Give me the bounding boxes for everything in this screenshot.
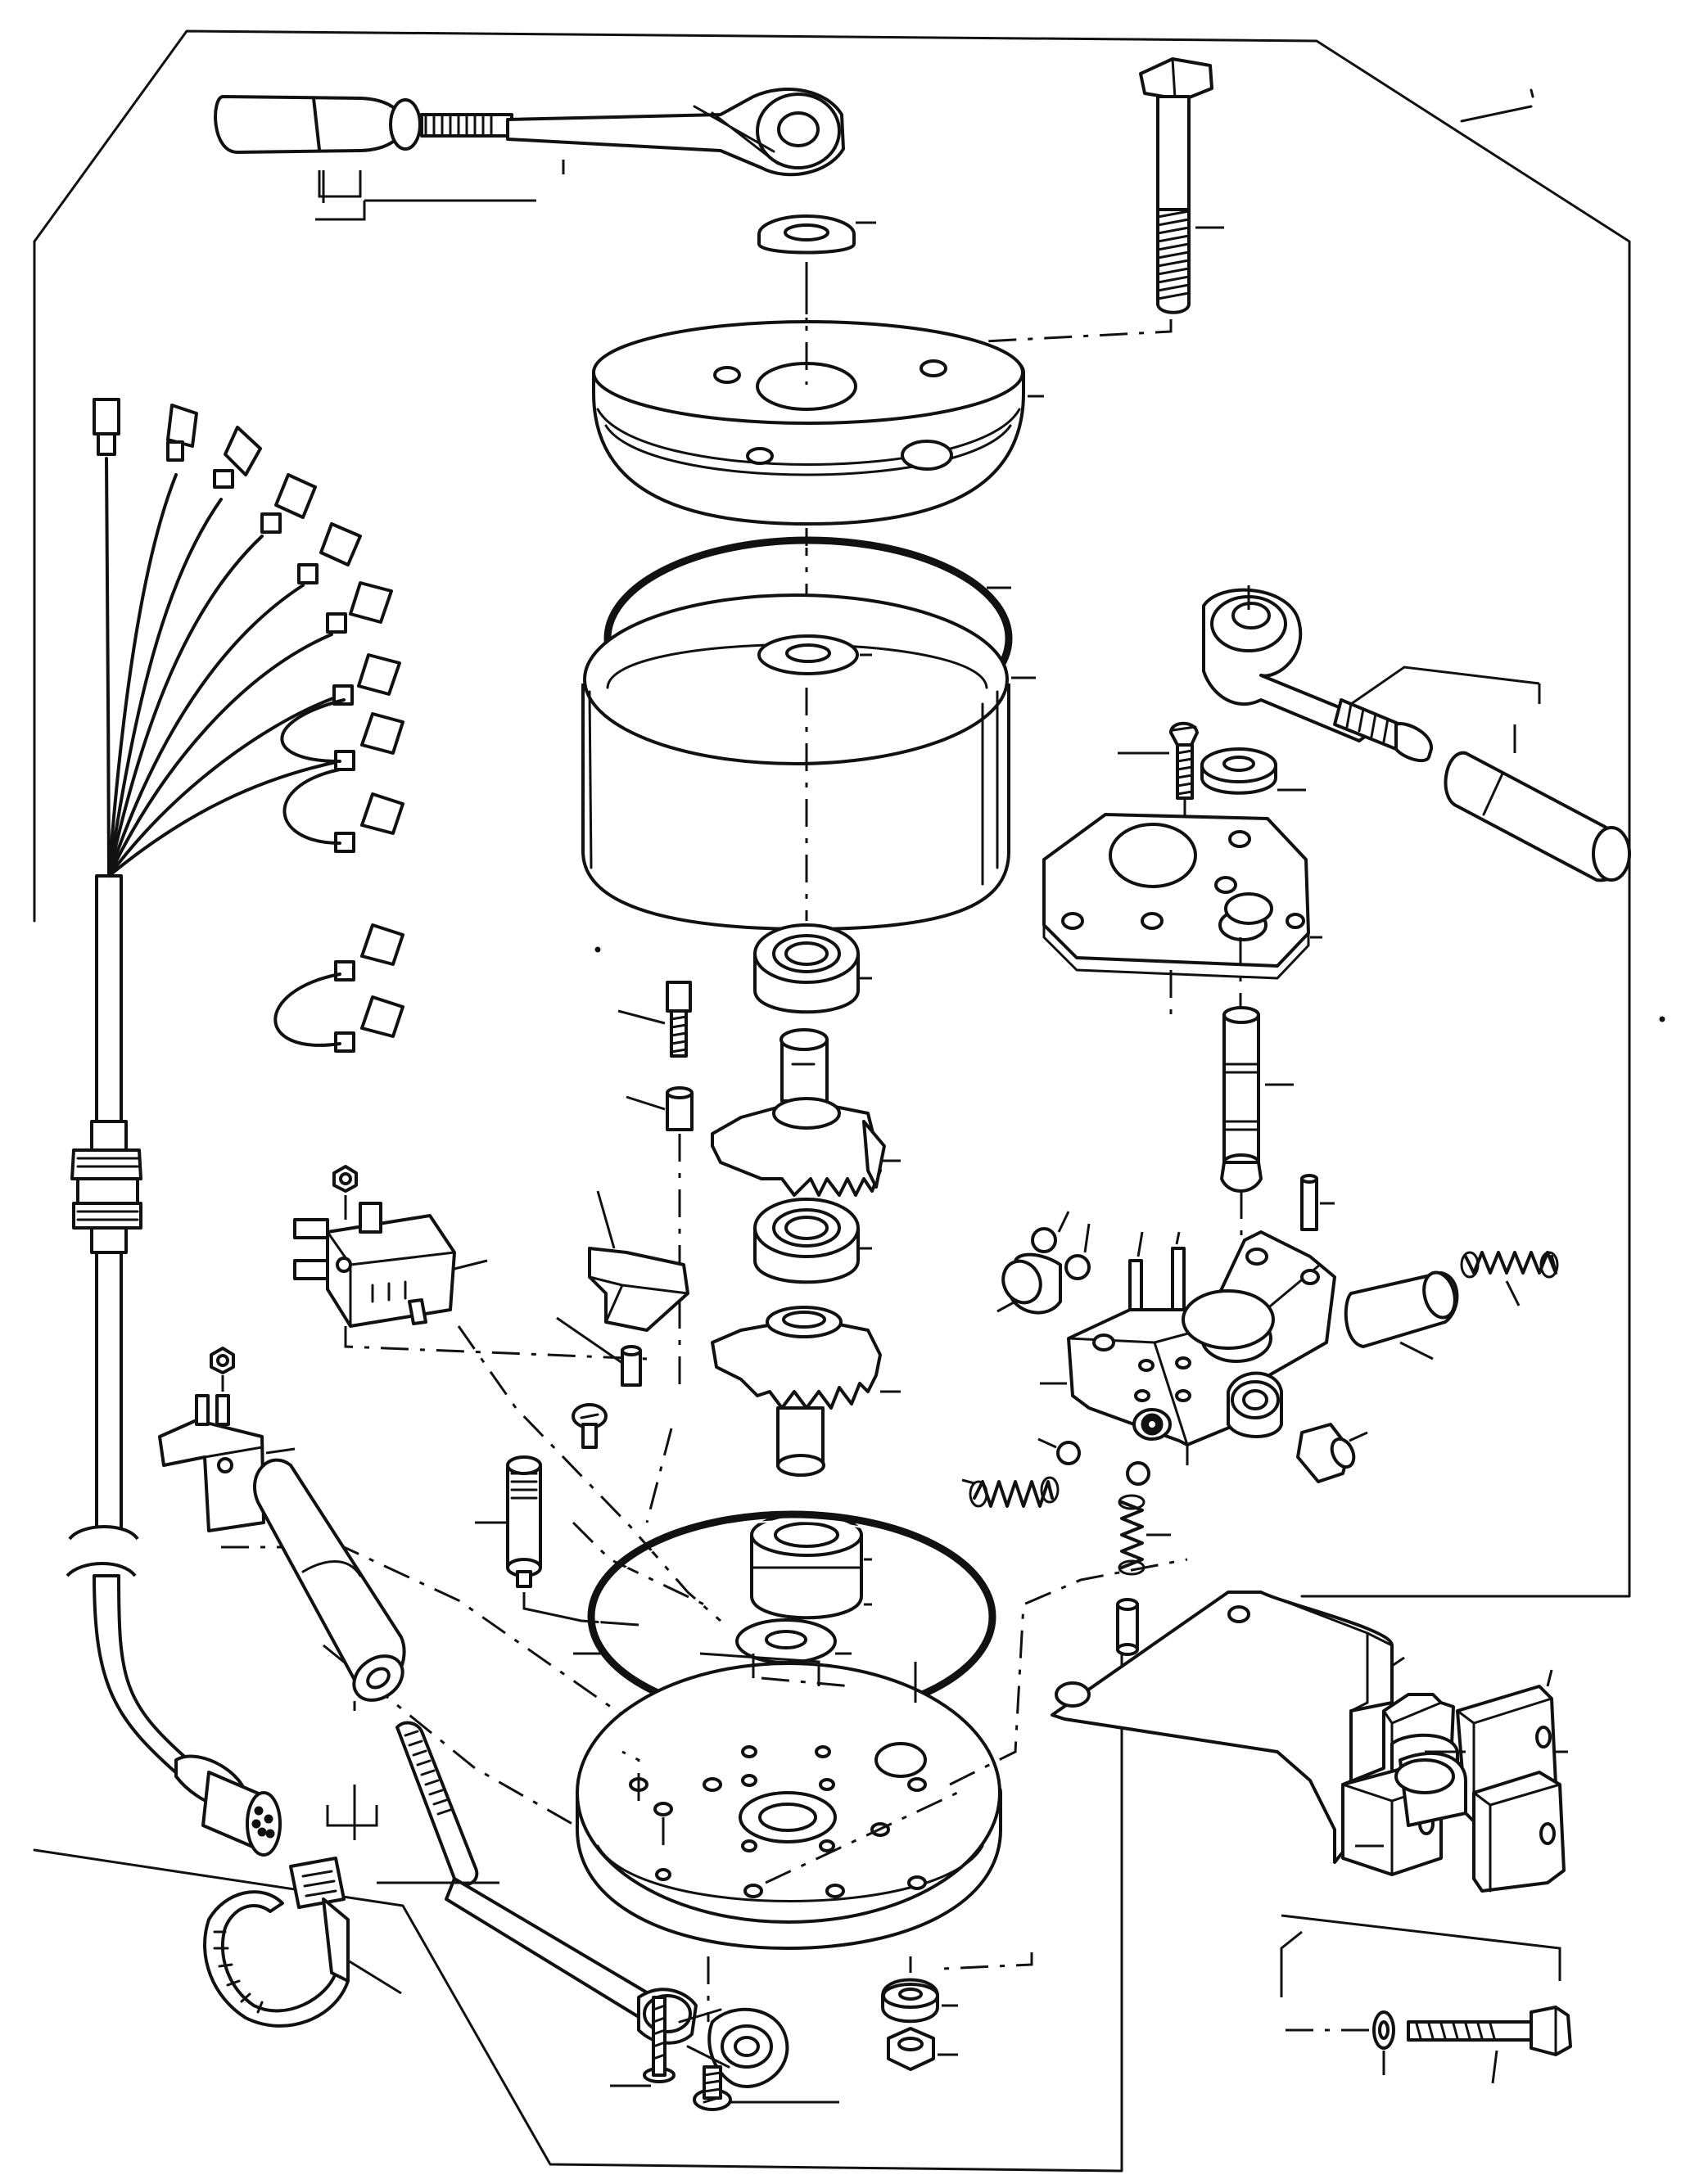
upper-gear-shaft <box>711 1028 901 1197</box>
top-cover-disc <box>592 287 1044 634</box>
upper-bearing <box>753 923 872 1014</box>
adjust-screw <box>572 1403 608 1449</box>
plunger-spring <box>475 1455 639 1627</box>
wire-harness <box>66 398 404 1857</box>
stray-marks <box>594 88 1665 1022</box>
right-mounting-plate <box>1042 813 1322 1023</box>
base-screws <box>610 1996 839 2111</box>
microswitch-lower <box>158 1347 296 1532</box>
right-roller <box>1344 1270 1459 1360</box>
washer-and-nut <box>881 1952 1033 2071</box>
microswitch-upper <box>293 1165 648 1360</box>
socket-screw <box>617 981 694 1392</box>
right-valve-body <box>1040 1230 1336 1465</box>
valve-spool <box>1220 1006 1294 1236</box>
assembly-outline <box>33 29 1631 2173</box>
wedge-block <box>588 1190 689 1332</box>
mounting-bracket <box>1051 1591 1405 1864</box>
detent-balls-and-pins <box>996 1174 1335 1315</box>
right-control-handle <box>1202 585 1631 882</box>
top-control-handle <box>214 88 845 221</box>
small-pin <box>556 1316 642 1387</box>
long-bolt <box>937 57 1224 345</box>
lower-left-spring <box>961 1437 1150 1508</box>
clamp-blocks <box>1341 1669 1568 1893</box>
lower-right-spring <box>1118 1494 1171 1576</box>
top-washer <box>757 214 876 344</box>
middle-bearing <box>753 1198 872 1284</box>
side-plug <box>1296 1423 1368 1483</box>
base-plate <box>576 1558 1188 2022</box>
lower-bearing-assembly <box>735 1513 872 1664</box>
right-spring <box>1460 1251 1559 1306</box>
dowel-pin <box>1116 1598 1139 1656</box>
lower-gear-shaft <box>711 1306 901 1477</box>
cable-strap <box>203 1857 402 2028</box>
bracket-bolt <box>1280 1914 1572 2084</box>
housing-cup <box>581 593 1036 931</box>
right-screw-washer <box>1118 721 1306 892</box>
